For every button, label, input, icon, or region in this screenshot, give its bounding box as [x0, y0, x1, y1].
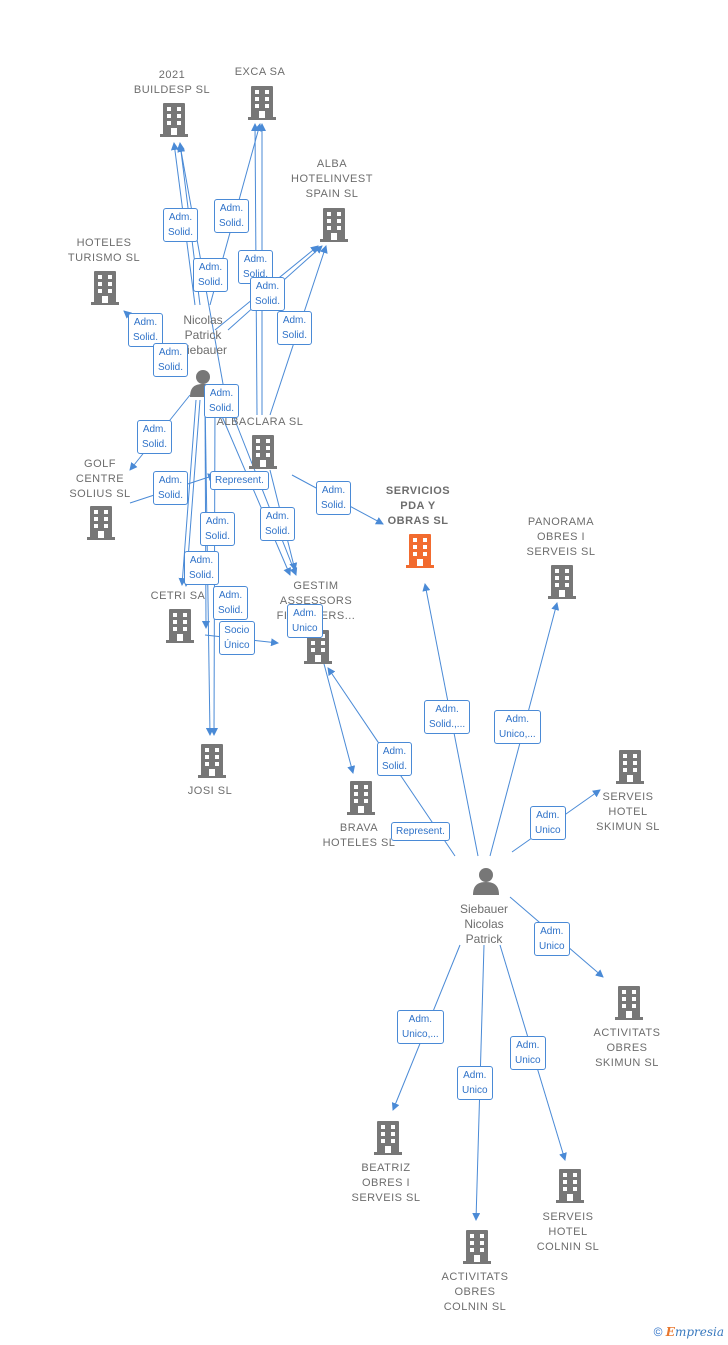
building-icon[interactable]	[616, 750, 644, 784]
edge-label[interactable]: Adm. Unico	[530, 806, 566, 840]
company-label: BEATRIZ OBRES I SERVEIS SL	[351, 1162, 421, 1204]
company-label: EXCA SA	[234, 66, 286, 78]
building-icon[interactable]	[374, 1121, 402, 1155]
edge-label[interactable]: Adm. Solid.	[213, 586, 249, 620]
edge-label[interactable]: Adm. Solid.,...	[424, 700, 471, 734]
building-icon[interactable]	[463, 1230, 491, 1264]
building-icon[interactable]	[347, 781, 375, 815]
building-icon[interactable]	[249, 435, 277, 469]
building-icon[interactable]	[248, 86, 276, 120]
edge-label[interactable]: Adm. Unico	[534, 922, 570, 956]
person-label: Siebauer Nicolas Patrick	[459, 902, 509, 946]
person-icon[interactable]	[473, 868, 499, 895]
edge-label[interactable]: Represent.	[391, 822, 450, 841]
edge-label[interactable]: Adm. Solid.	[214, 199, 250, 233]
building-icon[interactable]	[91, 271, 119, 305]
brand-logo: Empresia	[665, 1325, 724, 1339]
edge-label[interactable]: Adm. Solid.	[377, 742, 413, 776]
edge-label[interactable]: Adm. Solid.	[163, 208, 199, 242]
company-label: GOLF CENTRE SOLIUS SL	[69, 458, 131, 500]
footer-brand: © Empresia	[654, 1325, 724, 1339]
edge-label[interactable]: Adm. Unico,...	[494, 710, 541, 744]
edge-label[interactable]: Adm. Solid.	[184, 551, 220, 585]
building-icon[interactable]	[556, 1169, 584, 1203]
company-label: BRAVA HOTELES SL	[322, 822, 396, 849]
edge-label[interactable]: Adm. Solid.	[153, 471, 189, 505]
building-icon[interactable]	[198, 744, 226, 778]
company-label: JOSI SL	[187, 785, 233, 797]
edge-label[interactable]: Adm. Unico	[287, 604, 323, 638]
company-label: SERVEIS HOTEL COLNIN SL	[536, 1211, 600, 1253]
edge-label[interactable]: Adm. Solid.	[137, 420, 173, 454]
edge-label[interactable]: Socio Único	[219, 621, 255, 655]
edge-label[interactable]: Adm. Solid.	[200, 512, 236, 546]
edge-label[interactable]: Adm. Solid.	[238, 250, 274, 284]
icons-layer	[87, 86, 644, 1264]
building-icon[interactable]	[320, 208, 348, 242]
company-label: ACTIVITATS OBRES SKIMUN SL	[593, 1027, 661, 1069]
company-label: ALBA HOTELINVEST SPAIN SL	[291, 158, 373, 200]
edge-label[interactable]: Adm. Solid.	[204, 384, 240, 418]
edge-label[interactable]: Adm. Solid.	[260, 507, 296, 541]
edge-label[interactable]: Adm. Solid.	[128, 313, 164, 347]
company-label: PANORAMA OBRES I SERVEIS SL	[526, 516, 596, 558]
edge-label[interactable]: Represent.	[210, 471, 269, 490]
building-icon[interactable]	[615, 986, 643, 1020]
company-label: HOTELES TURISMO SL	[67, 237, 141, 264]
company-label: CETRI SA	[150, 590, 206, 602]
company-label: ACTIVITATS OBRES COLNIN SL	[441, 1271, 509, 1313]
edge-label[interactable]: Adm. Solid.	[250, 277, 286, 311]
edge-label[interactable]: Adm. Solid.	[193, 258, 229, 292]
company-label: 2021 BUILDESP SL	[133, 69, 211, 96]
building-icon[interactable]	[87, 506, 115, 540]
person-label: Nicolas Patrick Siebauer	[178, 313, 228, 357]
building-icon[interactable]	[160, 103, 188, 137]
edge-label[interactable]: Adm. Solid.	[316, 481, 352, 515]
building-icon[interactable]	[548, 565, 576, 599]
edge-label[interactable]: Adm. Solid.	[277, 311, 313, 345]
company-label-highlighted: SERVICIOS PDA Y OBRAS SL	[385, 485, 451, 527]
building-icon[interactable]	[406, 534, 434, 568]
building-icon[interactable]	[166, 609, 194, 643]
edge-label[interactable]: Adm. Unico	[510, 1036, 546, 1070]
edge-label[interactable]: Adm. Unico	[457, 1066, 493, 1100]
company-label: SERVEIS HOTEL SKIMUN SL	[596, 791, 660, 833]
copyright-icon: ©	[653, 1325, 663, 1339]
edge-label[interactable]: Adm. Solid.	[153, 343, 189, 377]
edge-label[interactable]: Adm. Unico,...	[397, 1010, 444, 1044]
company-label: ALBACLARA SL	[216, 416, 304, 428]
